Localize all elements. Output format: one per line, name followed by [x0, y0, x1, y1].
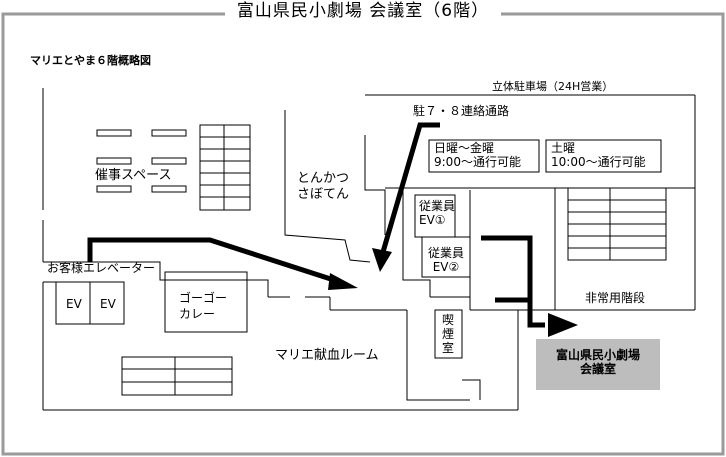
label-gogo-curry-line1: ゴーゴー — [179, 291, 228, 305]
label-staff-ev2-line2: EV② — [432, 260, 460, 274]
label-staff-ev2-line1: 従業員 — [428, 246, 465, 260]
label-gogo-curry: ゴーゴー カレー — [179, 290, 227, 322]
destination-box — [536, 339, 660, 390]
arrow-right-route — [481, 235, 545, 328]
label-ev-a: EV — [66, 297, 82, 311]
label-emergency-stairs: 非常用階段 — [585, 291, 646, 305]
label-staff-ev1-line2: EV① — [419, 213, 446, 227]
label-ev-b: EV — [100, 297, 116, 311]
label-gogo-curry-line2: カレー — [179, 307, 216, 321]
label-corridor: 駐７・８連絡通路 — [413, 104, 510, 118]
label-destination: 富山県民小劇場 会議室 — [536, 348, 660, 376]
notice-weekday-line2: 9:00〜通行可能 — [434, 155, 521, 169]
label-destination-line1: 富山県民小劇場 — [555, 348, 640, 362]
route-arrows — [87, 122, 578, 337]
label-staff-ev2: 従業員 EV② — [428, 246, 464, 274]
notice-saturday: 土曜 10:00〜通行可能 — [551, 141, 646, 169]
notice-weekday: 日曜〜金曜 9:00〜通行可能 — [434, 141, 521, 169]
label-event-space: 催事スペース — [95, 168, 172, 183]
label-smoking-room: 喫煙室 — [442, 313, 455, 355]
label-parking: 立体駐車場（24H営業） — [492, 80, 614, 93]
arrow-left-head — [328, 273, 358, 290]
arrow-left-route — [87, 237, 341, 285]
label-staff-ev1: 従業員 EV① — [419, 199, 455, 227]
label-destination-line2: 会議室 — [579, 362, 616, 376]
arrow-right-head — [548, 313, 578, 337]
map-subtitle: マリエとやま６階概略図 — [30, 54, 151, 67]
arrow-top-head — [372, 248, 392, 272]
label-customer-elevator: お客様エレベーター — [47, 261, 156, 275]
notice-weekday-line1: 日曜〜金曜 — [434, 141, 495, 155]
notice-saturday-line2: 10:00〜通行可能 — [551, 155, 646, 169]
label-staff-ev1-line1: 従業員 — [419, 199, 456, 213]
label-tonkatsu-line1: とんかつ — [297, 171, 350, 186]
label-tonkatsu: とんかつ さぼてん — [297, 171, 349, 203]
label-tonkatsu-line2: さぼてん — [297, 187, 350, 202]
label-blood-room: マリエ献血ルーム — [275, 348, 379, 363]
notice-saturday-line1: 土曜 — [551, 141, 576, 155]
walls — [42, 88, 696, 411]
arrow-top-route — [380, 122, 440, 253]
